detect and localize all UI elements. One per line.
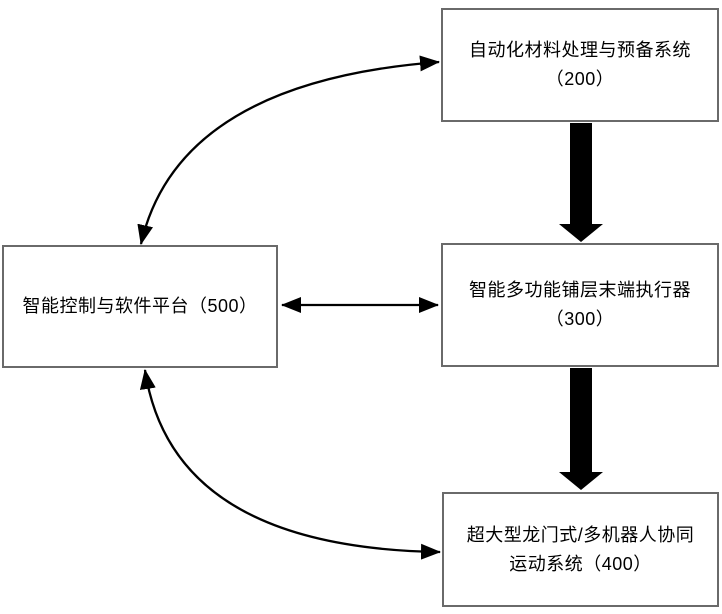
- node-label-line: （300）: [545, 309, 615, 329]
- node-intelligent-control-platform-500: 智能控制与软件平台（500）: [2, 245, 278, 368]
- edge-200-300-thick-arrow: [559, 123, 603, 242]
- edge-300-400-thick-arrow: [559, 368, 603, 490]
- node-label-line: 超大型龙门式/多机器人协同: [466, 524, 695, 545]
- node-label-line: 运动系统（400）: [509, 553, 652, 574]
- node-label-line: 智能控制与软件平台（500）: [22, 296, 258, 316]
- node-label-line: （200）: [545, 69, 615, 89]
- edge-500-200-curved-arrow: [137, 55, 440, 245]
- node-layup-end-effector-300: 智能多功能铺层末端执行器 （300）: [441, 243, 719, 367]
- node-gantry-robot-motion-system-400: 超大型龙门式/多机器人协同 运动系统（400）: [442, 492, 719, 607]
- edge-500-400-curved-arrow: [139, 369, 441, 560]
- node-label-line: 自动化材料处理与预备系统: [469, 40, 691, 60]
- node-automated-material-system-200: 自动化材料处理与预备系统 （200）: [441, 8, 719, 122]
- node-label-line: 智能多功能铺层末端执行器: [469, 280, 691, 300]
